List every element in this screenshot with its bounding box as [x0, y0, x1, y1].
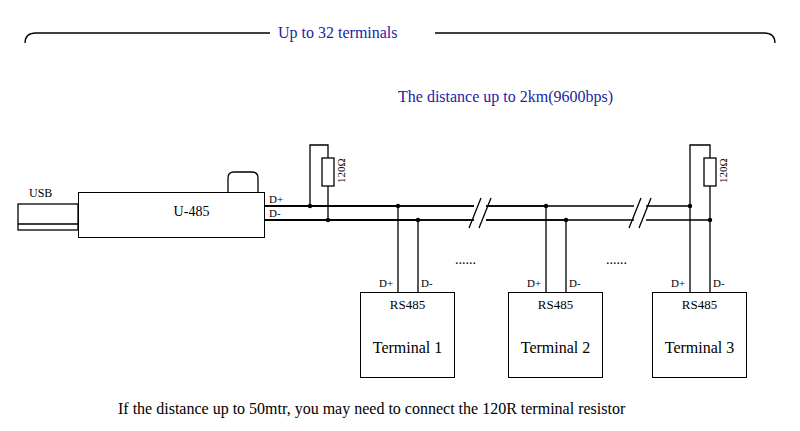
caption: If the distance up to 50mtr, you may nee…	[118, 399, 625, 418]
interface-name: RS485	[509, 297, 602, 313]
ellipsis: ......	[606, 252, 627, 269]
terminal-name: Terminal 2	[509, 339, 602, 357]
usb-adapter: U-485	[78, 192, 265, 238]
break-mark	[469, 198, 491, 228]
bus-connector	[265, 206, 418, 292]
terminal-name: Terminal 1	[361, 339, 454, 357]
pin-name: D-	[713, 277, 725, 290]
break-mark	[629, 198, 651, 228]
distance-note: The distance up to 2km(9600bps)	[398, 87, 613, 106]
resistor-symbol	[322, 158, 334, 186]
resistor-value: 120Ω	[335, 159, 348, 184]
device-name: U-485	[79, 204, 264, 220]
title: Up to 32 terminals	[278, 23, 398, 42]
usb-plug-edge	[18, 223, 78, 224]
pin-name: D+	[671, 277, 685, 290]
resistor-wire	[310, 145, 328, 220]
usb-plug	[18, 204, 78, 230]
break-gap	[474, 200, 486, 226]
port-name: USB	[29, 186, 52, 200]
interface-name: RS485	[361, 297, 454, 313]
terminal-box: RS485Terminal 3	[652, 292, 747, 378]
junction-dots	[308, 204, 712, 222]
signal-name: D+	[269, 193, 283, 206]
break-gap	[634, 200, 646, 226]
resistor-wire	[690, 145, 710, 220]
bracket-line	[435, 33, 775, 43]
adapter-bump	[228, 172, 258, 192]
pin-name: D+	[379, 277, 393, 290]
pin-name: D+	[527, 277, 541, 290]
signal-name: D-	[269, 207, 281, 220]
terminal-box: RS485Terminal 1	[360, 292, 455, 378]
resistor-symbol	[704, 158, 716, 186]
pin-name: D-	[421, 277, 433, 290]
pin-name: D-	[569, 277, 581, 290]
terminal-box: RS485Terminal 2	[508, 292, 603, 378]
interface-name: RS485	[653, 297, 746, 313]
bracket-line	[25, 33, 270, 43]
terminal-name: Terminal 3	[653, 339, 746, 357]
ellipsis: ......	[455, 252, 476, 269]
bus-connector	[265, 206, 566, 292]
resistor-value: 120Ω	[717, 159, 730, 184]
